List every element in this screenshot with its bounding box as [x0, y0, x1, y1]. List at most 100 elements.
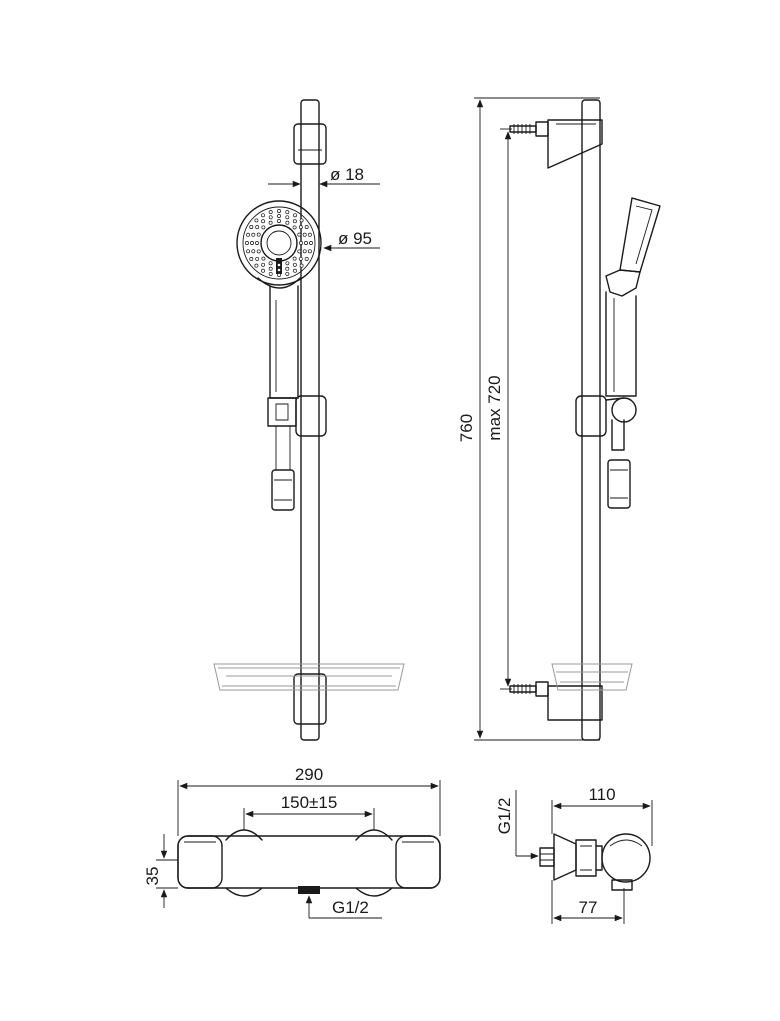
front-view: ø 18 ø 95	[213, 99, 405, 741]
dim-side-depth-2: 77	[551, 880, 625, 924]
spray-nozzle	[246, 232, 251, 237]
spray-nozzle	[268, 210, 273, 215]
spray-nozzle	[268, 261, 273, 266]
spray-nozzle	[293, 268, 297, 273]
mixer-left-handle	[177, 835, 223, 889]
spray-nozzle	[251, 249, 256, 254]
front-rail	[300, 99, 320, 741]
spray-nozzle	[255, 256, 260, 261]
dim-side-depth-label: 110	[588, 785, 615, 804]
dim-max-height: max 720	[485, 128, 512, 690]
spray-nozzle	[297, 232, 302, 237]
mixer-front-view: 290 150±15 35 G1/2	[143, 765, 441, 919]
side-top-bracket	[547, 119, 603, 169]
dim-rail-diameter-label: ø 18	[330, 165, 364, 184]
spray-nozzle	[261, 225, 266, 230]
side-bottom-bracket	[547, 685, 603, 721]
spray-nozzle	[299, 241, 303, 245]
spray-nozzle	[255, 241, 259, 245]
spray-nozzle	[268, 220, 273, 225]
spray-nozzle	[298, 256, 303, 261]
dim-head-diameter-label: ø 95	[338, 229, 372, 248]
spray-nozzle	[277, 214, 281, 218]
spray-nozzle	[304, 257, 309, 261]
spray-nozzle	[292, 256, 297, 261]
dim-mixer-height: 35	[143, 834, 178, 908]
front-shower-head	[236, 200, 322, 289]
dim-side-depth-2-label: 77	[579, 898, 598, 917]
side-hand-shower	[605, 197, 661, 397]
spray-nozzle	[304, 241, 308, 245]
front-bottom-bracket	[293, 673, 327, 725]
front-hand-shower-handle	[269, 285, 299, 399]
mixer-side-nut	[553, 833, 577, 881]
spray-nozzle	[302, 249, 307, 254]
side-slider	[575, 395, 607, 437]
spray-nozzle	[261, 256, 266, 261]
spray-nozzle	[285, 215, 290, 220]
mixer-side-view: 110 77 G1/2	[495, 785, 653, 924]
dim-mixer-width: 290	[177, 765, 441, 836]
dim-rail-diameter: ø 18	[268, 165, 380, 188]
dim-mixer-spacing-label: 150±15	[281, 793, 338, 812]
mixer-outlet	[298, 886, 320, 894]
spray-nozzle	[254, 263, 259, 268]
mixer-body	[177, 835, 441, 889]
spray-nozzle	[254, 218, 259, 223]
spray-nozzle	[298, 225, 303, 230]
spray-nozzle	[261, 262, 266, 267]
spray-nozzle	[277, 209, 281, 213]
spray-nozzle	[249, 257, 254, 261]
spray-nozzle	[302, 232, 307, 237]
dim-head-diameter: ø 95	[323, 229, 380, 252]
spray-nozzle	[250, 241, 254, 245]
spray-nozzle	[268, 266, 273, 271]
dim-mixer-width-label: 290	[295, 765, 323, 784]
spray-nozzle	[285, 266, 290, 271]
spray-nozzle	[293, 213, 297, 218]
side-rail	[581, 99, 601, 741]
spray-nozzle	[268, 215, 273, 220]
spray-nozzle	[277, 219, 281, 223]
dim-mixer-height-label: 35	[143, 867, 162, 886]
side-top-screw	[509, 121, 549, 137]
spray-nozzle	[261, 213, 265, 218]
dim-total-height: 760	[457, 97, 600, 741]
dim-mixer-spacing: 150±15	[243, 793, 375, 830]
spray-nozzle	[285, 210, 290, 215]
dim-inlet-bottom: G1/2	[305, 895, 382, 919]
spray-nozzle	[307, 232, 312, 237]
spray-nozzle	[297, 249, 302, 254]
spray-nozzle	[277, 263, 281, 267]
dim-max-height-label: max 720	[485, 375, 504, 440]
front-hose	[275, 426, 291, 471]
mixer-side-nipple	[539, 847, 555, 867]
spray-nozzle	[261, 219, 266, 224]
mixer-right-handle	[395, 835, 441, 889]
spray-nozzle	[292, 262, 297, 267]
spray-nozzle	[245, 241, 249, 245]
spray-nozzle	[299, 218, 304, 223]
spray-nozzle	[299, 263, 304, 268]
spray-nozzle	[309, 241, 313, 245]
dim-inlet-side: G1/2	[495, 790, 539, 860]
side-view: 760 max 720	[457, 97, 661, 741]
dim-total-height-label: 760	[457, 414, 476, 442]
spray-nozzle	[292, 225, 297, 230]
spray-nozzle	[285, 271, 290, 276]
front-soap-dish	[213, 663, 405, 691]
side-soap-dish	[551, 663, 633, 691]
dim-inlet-side-label: G1/2	[495, 798, 514, 835]
spray-nozzle	[256, 232, 261, 237]
front-hand-holder	[267, 397, 297, 427]
spray-nozzle	[304, 225, 309, 229]
dim-inlet-bottom-label: G1/2	[332, 898, 369, 917]
front-top-bracket	[293, 123, 327, 165]
spray-nozzle	[277, 268, 281, 272]
dim-side-depth: 110	[551, 785, 653, 846]
spray-nozzle	[256, 249, 261, 254]
spray-nozzle	[251, 232, 256, 237]
spray-nozzle	[285, 261, 290, 266]
spray-nozzle	[268, 271, 273, 276]
